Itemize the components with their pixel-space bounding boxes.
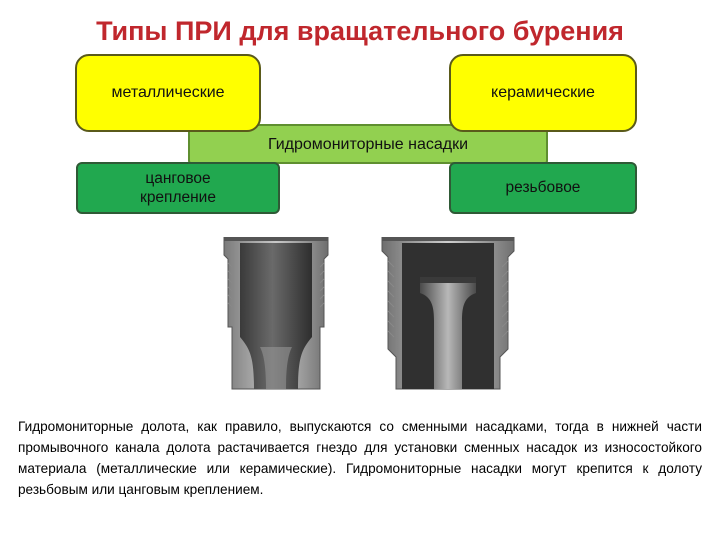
metallic-box: металлические	[75, 54, 261, 132]
metallic-label: металлические	[111, 84, 225, 101]
collet-box: цанговое крепление	[76, 162, 280, 214]
ceramic-box: керамические	[449, 54, 637, 132]
collet-label: цанговое крепление	[140, 169, 216, 206]
threaded-label: резьбовое	[505, 179, 581, 197]
ceramic-label: керамические	[491, 84, 595, 101]
nozzle-right-illustration	[381, 237, 515, 390]
nozzle-left-illustration	[223, 237, 329, 390]
threaded-box: резьбовое	[449, 162, 637, 214]
description-text: Гидромониторные долота, как правило, вып…	[18, 419, 702, 497]
nozzles-label: Гидромониторные насадки	[267, 136, 469, 153]
page-title: Типы ПРИ для вращательного бурения	[96, 16, 624, 46]
